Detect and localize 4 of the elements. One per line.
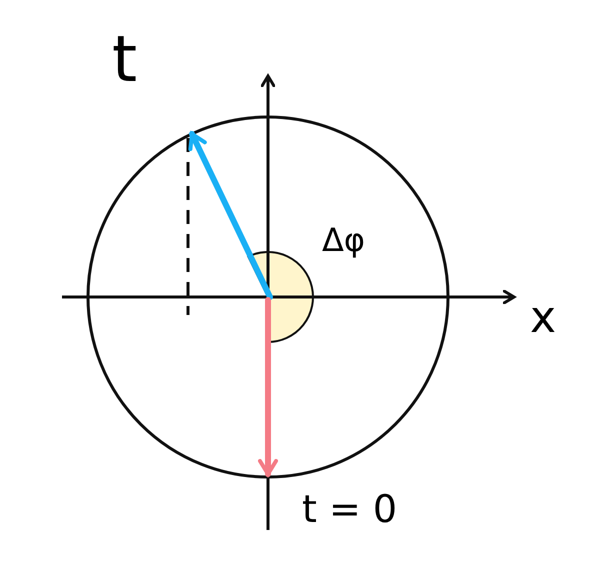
angle-label: Δφ [322,224,365,256]
time-label: t = 0 [302,490,398,528]
axis-label: t [112,28,138,92]
axis-label: x [530,296,556,340]
